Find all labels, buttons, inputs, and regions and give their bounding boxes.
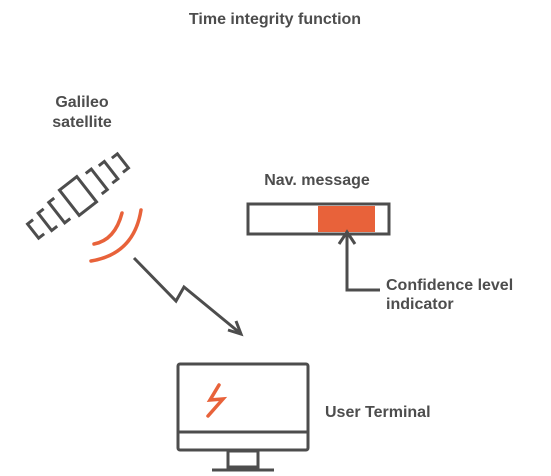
lightning-bolt-icon (206, 383, 228, 418)
satellite-label-line2: satellite (52, 114, 112, 131)
confidence-pointer-icon (337, 229, 380, 292)
nav-message-label: Nav. message (264, 172, 370, 189)
signal-waves-icon (89, 208, 143, 263)
monitor-icon (176, 362, 310, 472)
diagram-title: Time integrity function (189, 11, 361, 28)
confidence-label-line2: indicator (386, 296, 454, 313)
confidence-label-line1: Confidence level (386, 277, 513, 294)
satellite-label-line1: Galileo (55, 94, 109, 111)
nav-message-bar (246, 202, 391, 236)
confidence-segment (318, 206, 375, 232)
user-terminal-label: User Terminal (325, 404, 431, 421)
lightning-arrow-icon (132, 256, 244, 337)
satellite-icon (25, 151, 131, 241)
